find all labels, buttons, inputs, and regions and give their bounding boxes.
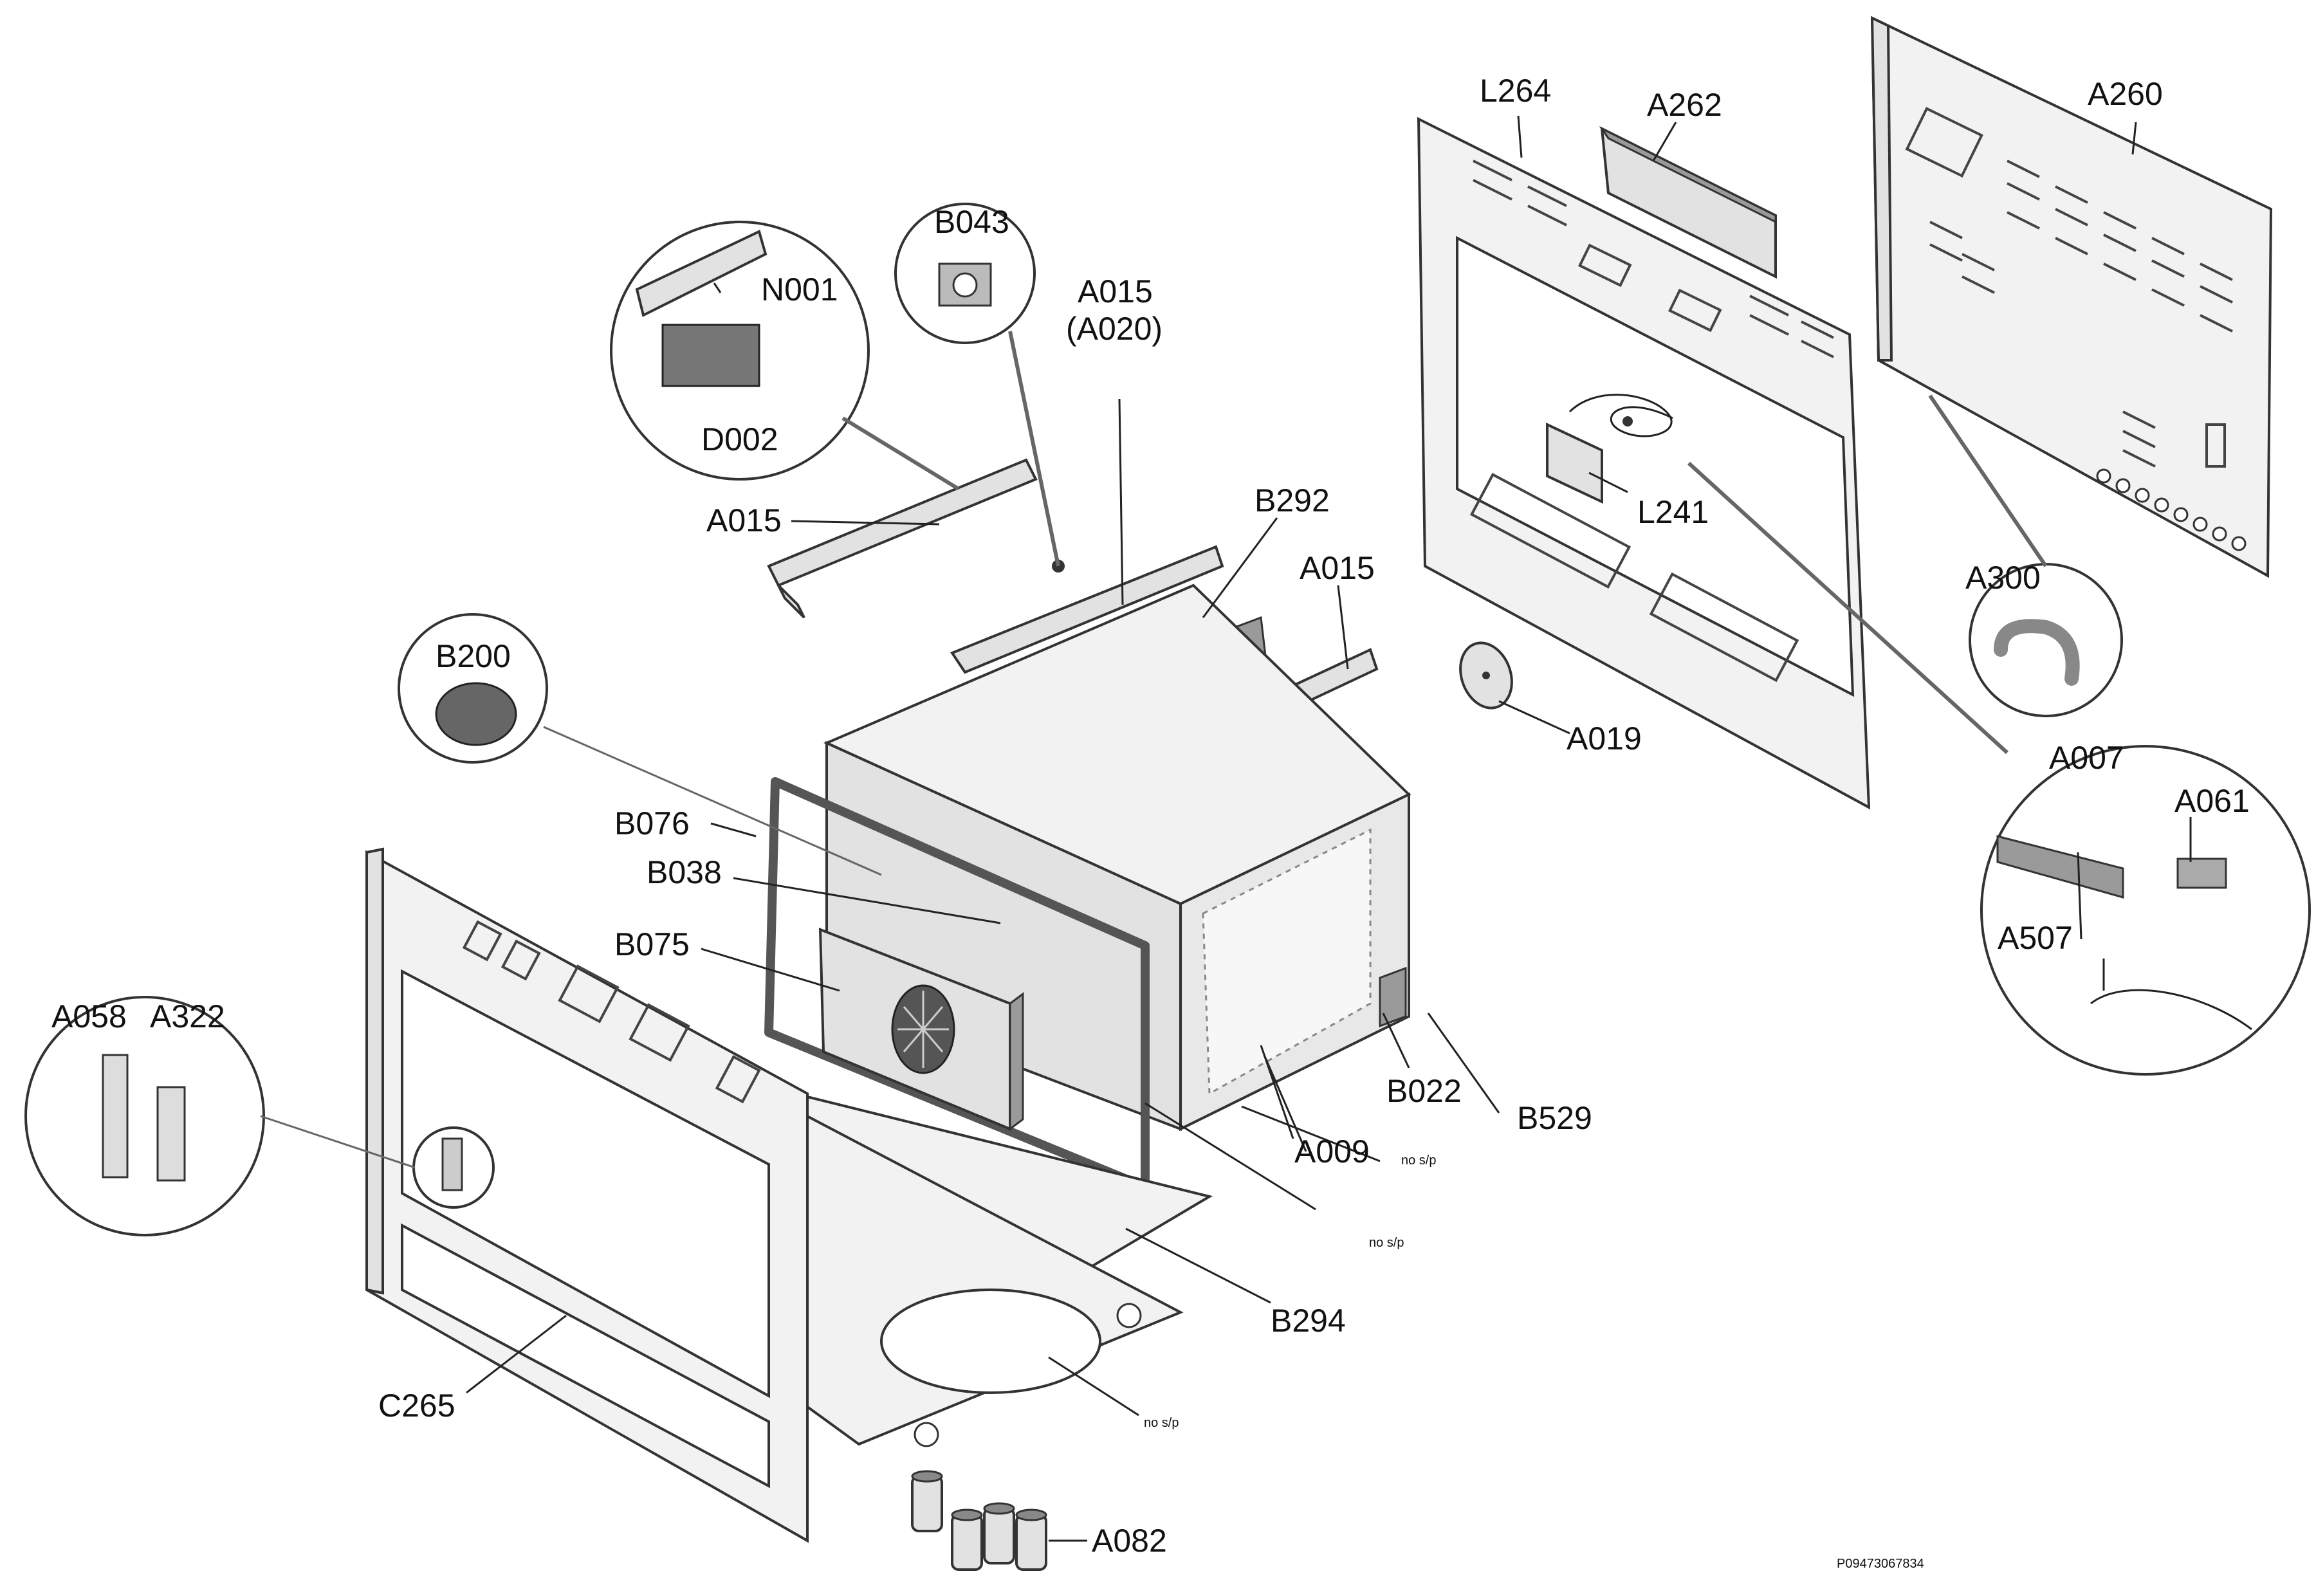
detail-circle-b043 — [894, 203, 1036, 344]
label-b043: B043 — [934, 204, 1009, 240]
label-l264: L264 — [1480, 73, 1551, 109]
label-c265: C265 — [378, 1388, 455, 1424]
label-b529: B529 — [1517, 1100, 1592, 1136]
label-a507: A507 — [1998, 920, 2073, 956]
label-a015-right: A015 — [1300, 550, 1375, 586]
label-l241: L241 — [1637, 494, 1709, 530]
label-a300: A300 — [1965, 560, 2041, 596]
no-spare-part-mark-2: no s/p — [1369, 1236, 1404, 1250]
label-a260: A260 — [2088, 76, 2163, 112]
label-b292: B292 — [1254, 482, 1330, 518]
label-a019: A019 — [1567, 720, 1642, 757]
label-a020: (A020) — [1066, 311, 1163, 347]
detail-small-a058-location — [412, 1126, 495, 1209]
label-a262: A262 — [1647, 87, 1722, 123]
rear-cover-panel — [1870, 15, 2273, 578]
drawing-code: P09473067834 — [1837, 1557, 1924, 1571]
label-b038: B038 — [647, 854, 722, 890]
detail-pointers — [260, 331, 2048, 1169]
label-a082: A082 — [1092, 1523, 1167, 1559]
no-spare-part-mark-1: no s/p — [1401, 1153, 1436, 1168]
label-b022: B022 — [1386, 1073, 1462, 1109]
label-a015-left: A015 — [706, 502, 782, 538]
leader-lines — [466, 115, 2192, 1542]
l241-bracket-part — [1546, 394, 1673, 504]
label-b200: B200 — [436, 638, 511, 674]
vent-duct-part — [1599, 126, 1777, 279]
label-a007: A007 — [2049, 740, 2124, 776]
label-n001: N001 — [761, 271, 838, 307]
part-labels: A260 L264 A262 B043 N001 A015 (A020) D00… — [51, 73, 2250, 1571]
detail-circle-a300 — [1969, 563, 2123, 717]
label-a061: A061 — [2174, 783, 2250, 819]
feet-part — [911, 1470, 1047, 1571]
label-b076: B076 — [614, 805, 690, 841]
label-a009: A009 — [1294, 1133, 1370, 1169]
a019-round-plate — [1459, 641, 1513, 710]
no-spare-part-mark-3: no s/p — [1144, 1416, 1179, 1430]
label-a322: A322 — [150, 998, 225, 1034]
label-b294: B294 — [1271, 1303, 1346, 1339]
detail-circle-b200 — [398, 613, 548, 764]
detail-circle-a007-a061-a507 — [1980, 745, 2311, 1076]
rear-frame-panel — [1417, 116, 1871, 810]
label-b075: B075 — [614, 926, 690, 962]
detail-circle-a058-a322 — [24, 996, 265, 1236]
label-a058: A058 — [51, 998, 127, 1034]
fan-cover-part — [818, 928, 1024, 1131]
front-frame-part — [365, 847, 809, 1543]
label-a015-top: A015 — [1078, 273, 1153, 309]
detail-circle-n001-d002 — [610, 221, 870, 481]
label-d002: D002 — [701, 421, 778, 457]
